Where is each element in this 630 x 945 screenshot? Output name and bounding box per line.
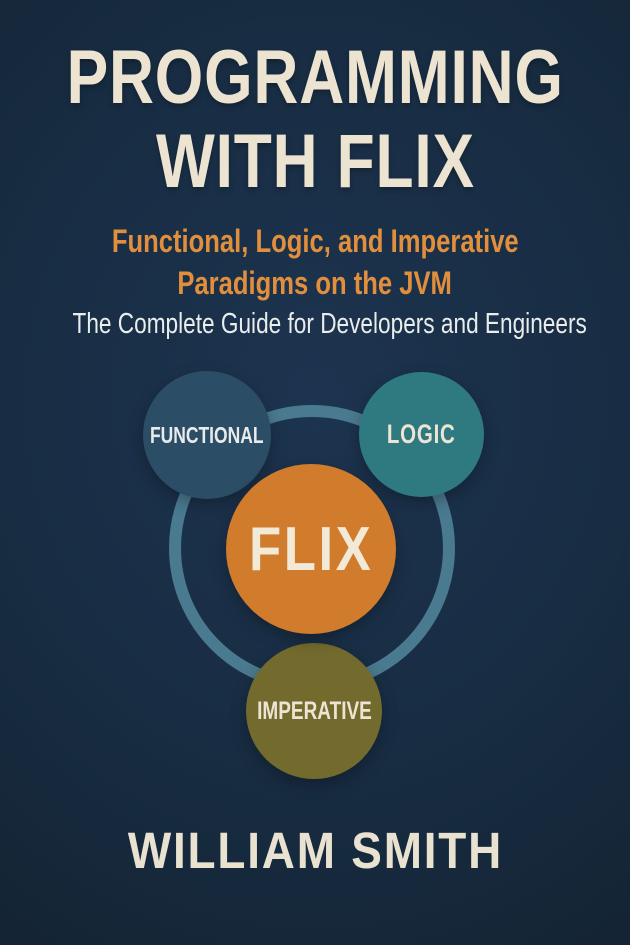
subtitle-line-1: Functional, Logic, and Imperative <box>111 223 519 259</box>
functional-label: FUNCTIONAL <box>150 421 264 448</box>
book-tagline: The Complete Guide for Developers and En… <box>72 308 587 340</box>
book-title: PROGRAMMING WITH FLIX <box>0 36 630 204</box>
logic-circle: LOGIC <box>359 372 484 497</box>
book-subtitle: Functional, Logic, and Imperative Paradi… <box>0 220 630 304</box>
title-line-2: WITH FLIX <box>155 119 475 204</box>
subtitle-line-2: Paradigms on the JVM <box>177 265 453 301</box>
flix-label: FLIX <box>248 514 374 584</box>
flix-circle: FLIX <box>226 464 396 634</box>
title-line-1: PROGRAMMING <box>66 35 564 120</box>
logic-label: LOGIC <box>387 419 456 449</box>
author-name: WILLIAM SMITH <box>127 822 503 879</box>
imperative-label: IMPERATIVE <box>256 696 372 725</box>
functional-circle: FUNCTIONAL <box>143 371 271 499</box>
imperative-circle: IMPERATIVE <box>246 643 382 779</box>
